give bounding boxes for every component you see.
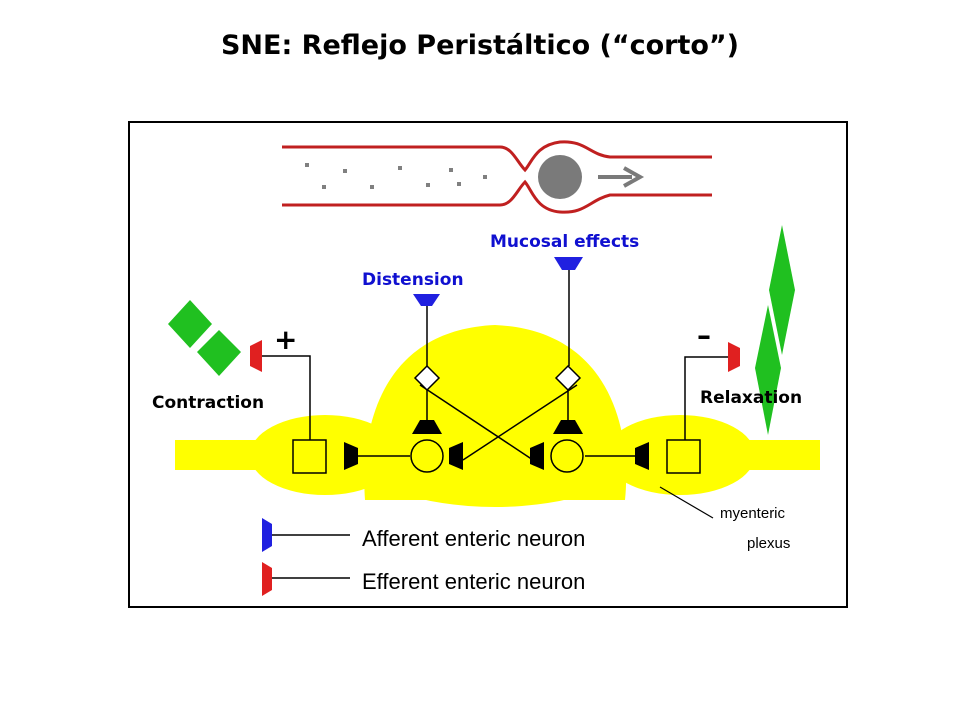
slide-title: SNE: Reflejo Peristáltico (“corto”) [220,30,740,61]
efferent-terminal-right [728,342,740,372]
legend-label: Afferent enteric neuron [362,526,585,551]
gut-tube [282,140,712,214]
mucosal-receptor [554,257,583,270]
relaxed-muscle-icon [755,225,795,435]
afferent-terminal-icon [262,518,272,552]
excitatory-sign: + [274,323,297,356]
bolus [538,155,582,199]
synapse-diamond-right [554,364,582,392]
neural-wiring [262,270,728,461]
efferent-terminal-icon [262,562,272,596]
myenteric-pointer [659,486,714,519]
motor-neuron-inhibitory [666,439,701,474]
gut-wall-top [282,140,712,173]
distension-receptor [413,294,440,306]
legend-item-efferent: Efferent enteric neuron [262,562,585,596]
motor-neuron-excitatory [292,439,327,474]
inhibitory-sign: – [697,319,711,352]
gut-content-dots [305,163,487,189]
contraction-label: Contraction [152,393,264,413]
arrow-icon [598,166,645,188]
synaptic-terminals [344,420,649,470]
myenteric-label-line2: plexus [747,535,790,552]
myenteric-label-line1: myenteric [720,505,786,522]
gut-wall-bottom [282,179,712,214]
legend-label: Efferent enteric neuron [362,569,585,594]
legend: Afferent enteric neuron Efferent enteric… [262,518,585,596]
interneuron-right [550,439,584,473]
distension-label: Distension [362,270,464,290]
contracting-muscle-icon [168,300,241,376]
legend-item-afferent: Afferent enteric neuron [262,518,585,552]
mucosal-effects-label: Mucosal effects [490,232,639,252]
synapse-diamond-left [413,364,441,392]
relaxation-label: Relaxation [700,388,802,408]
interneuron-left [410,439,444,473]
efferent-terminal-left [250,340,262,372]
